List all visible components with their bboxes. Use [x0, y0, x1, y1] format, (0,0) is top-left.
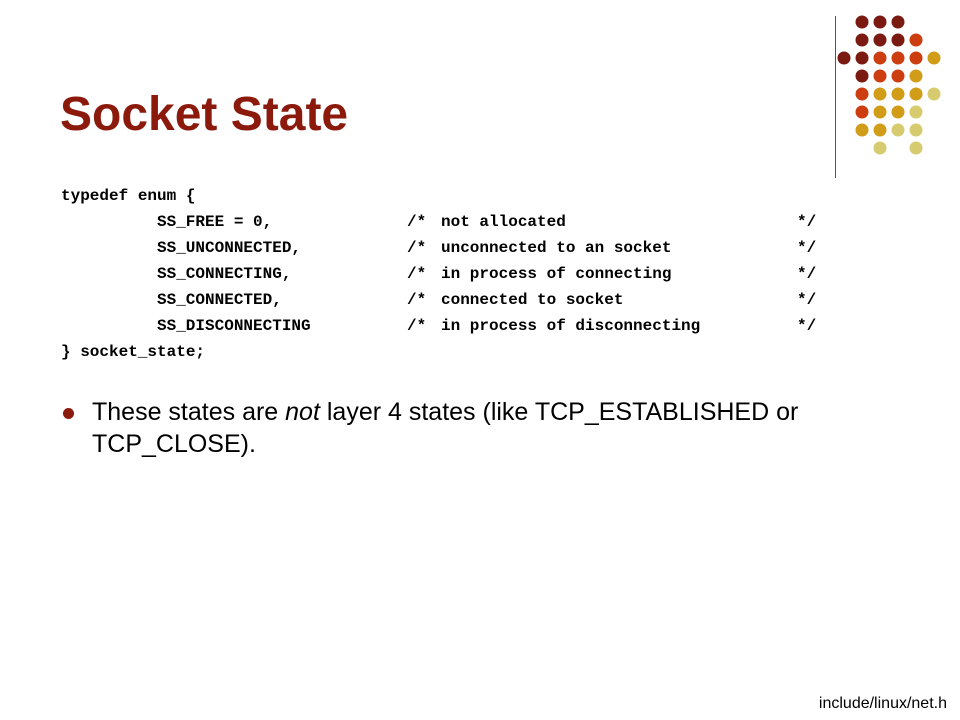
comment-close: */ — [797, 213, 817, 231]
bullet-text-emphasis: not — [285, 398, 320, 426]
decorative-dot — [891, 15, 905, 29]
comment-close: */ — [797, 265, 817, 283]
code-block: typedef enum { SS_FREE = 0, /* not allocat… — [61, 183, 816, 365]
decorative-dot — [909, 51, 923, 65]
comment-close: */ — [797, 239, 817, 257]
bullet-item: These states are not layer 4 states (lik… — [61, 396, 901, 460]
enum-entry: SS_UNCONNECTED, /* unconnected to an socke… — [61, 235, 816, 261]
decorative-dot — [873, 87, 887, 101]
enum-name: SS_CONNECTED, — [157, 291, 282, 309]
bullet-text-after: layer 4 states (like TCP_ESTABLISHED or … — [92, 398, 799, 458]
comment-open: /* — [407, 265, 427, 283]
decorative-dot-grid — [837, 15, 941, 155]
decorative-dot — [855, 105, 869, 119]
decorative-dot — [909, 105, 923, 119]
decorative-dot — [891, 33, 905, 47]
decorative-dot — [891, 87, 905, 101]
decorative-dot — [855, 69, 869, 83]
comment-close: */ — [797, 317, 817, 335]
decorative-dot — [855, 123, 869, 137]
decorative-dot — [855, 33, 869, 47]
enum-name: SS_CONNECTING, — [157, 265, 292, 283]
comment-open: /* — [407, 213, 427, 231]
decorative-dot — [909, 33, 923, 47]
decorative-dot — [873, 123, 887, 137]
code-line-close: } socket_state; — [61, 343, 206, 361]
decorative-dot — [891, 51, 905, 65]
decorative-dot — [873, 141, 887, 155]
comment-open: /* — [407, 317, 427, 335]
bullet-text-before: These states are — [92, 398, 286, 426]
enum-name: SS_UNCONNECTED, — [157, 239, 302, 257]
bullet-list: These states are not layer 4 states (lik… — [61, 396, 901, 460]
decorative-dot — [891, 69, 905, 83]
enum-entry: SS_CONNECTING, /* in process of connecting… — [61, 261, 816, 287]
decorative-dot — [873, 105, 887, 119]
enum-comment: not allocated — [441, 213, 566, 231]
decorative-dot — [855, 15, 869, 29]
enum-comment: in process of connecting — [441, 265, 672, 283]
enum-comment: unconnected to an socket — [441, 239, 672, 257]
decorative-dot — [891, 123, 905, 137]
decorative-dot — [855, 87, 869, 101]
enum-comment: in process of disconnecting — [441, 317, 701, 335]
decorative-dot — [873, 15, 887, 29]
enum-entry: SS_FREE = 0, /* not allocated */ — [61, 209, 816, 235]
enum-name: SS_DISCONNECTING — [157, 317, 311, 335]
decorative-dot — [909, 123, 923, 137]
decorative-dot — [855, 51, 869, 65]
decorative-dot — [927, 51, 941, 65]
slide-title: Socket State — [60, 88, 349, 141]
bullet-marker — [63, 408, 74, 419]
code-line-open: typedef enum { — [61, 187, 196, 205]
decorative-dot — [873, 69, 887, 83]
decorative-dot — [873, 51, 887, 65]
enum-entry: SS_DISCONNECTING /* in process of disconne… — [61, 313, 816, 339]
decorative-dot — [909, 87, 923, 101]
decorative-dot — [927, 87, 941, 101]
decorative-dot — [891, 105, 905, 119]
decorative-dot — [909, 141, 923, 155]
enum-entry: SS_CONNECTED, /* connected to socket */ — [61, 287, 816, 313]
decorative-dot — [909, 69, 923, 83]
decorative-dot — [873, 33, 887, 47]
comment-open: /* — [407, 291, 427, 309]
divider-line — [835, 16, 836, 178]
decorative-dot — [837, 51, 851, 65]
footer-source: include/linux/net.h — [818, 695, 947, 712]
comment-close: */ — [797, 291, 817, 309]
enum-name: SS_FREE = 0, — [157, 213, 273, 231]
enum-comment: connected to socket — [441, 291, 624, 309]
comment-open: /* — [407, 239, 427, 257]
